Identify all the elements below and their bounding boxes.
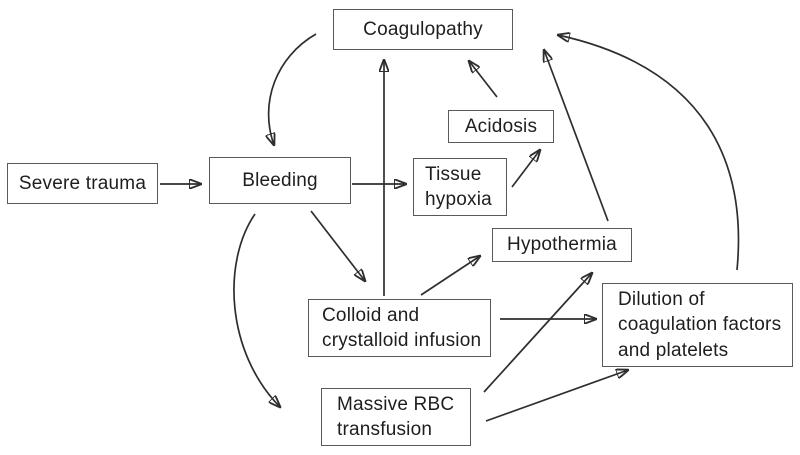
arrow-dilution-to-coagulopathy — [558, 35, 740, 271]
node-hypothermia: Hypothermia — [492, 228, 632, 262]
arrow-bleeding-to-massive-rbc — [233, 213, 280, 407]
node-acidosis: Acidosis — [448, 110, 554, 143]
node-hypothermia-label: Hypothermia — [507, 234, 617, 256]
node-tissue-hypoxia: Tissue hypoxia — [413, 158, 507, 216]
arrow-bleeding-to-colloid-infusion — [310, 210, 365, 281]
arrow-tissue-hypoxia-to-acidosis — [511, 150, 540, 188]
node-massive-rbc-label: Massive RBC transfusion — [337, 393, 455, 440]
node-coagulopathy: Coagulopathy — [333, 9, 513, 50]
node-acidosis-label: Acidosis — [464, 115, 538, 137]
node-dilution-label: Dilution of coagulation factors and plat… — [618, 289, 782, 361]
arrow-coagulopathy-to-bleeding — [269, 33, 317, 145]
node-dilution: Dilution of coagulation factors and plat… — [602, 283, 793, 367]
node-severe-trauma-label: Severe trauma — [18, 172, 147, 194]
node-severe-trauma: Severe trauma — [7, 163, 158, 204]
arrow-hypothermia-to-coagulopathy — [544, 50, 609, 222]
node-bleeding-label: Bleeding — [242, 169, 318, 191]
node-bleeding: Bleeding — [209, 157, 351, 204]
node-tissue-hypoxia-label: Tissue hypoxia — [425, 163, 492, 210]
node-coagulopathy-label: Coagulopathy — [363, 18, 483, 40]
node-massive-rbc: Massive RBC transfusion — [321, 388, 471, 446]
arrow-acidosis-to-coagulopathy — [469, 61, 498, 98]
arrow-massive-rbc-to-dilution — [485, 370, 628, 422]
node-colloid-infusion-label: Colloid and crystalloid infusion — [322, 304, 482, 351]
arrow-colloid-infusion-to-hypothermia — [420, 256, 480, 296]
arrow-massive-rbc-to-hypothermia — [483, 273, 592, 393]
node-colloid-infusion: Colloid and crystalloid infusion — [308, 299, 491, 357]
